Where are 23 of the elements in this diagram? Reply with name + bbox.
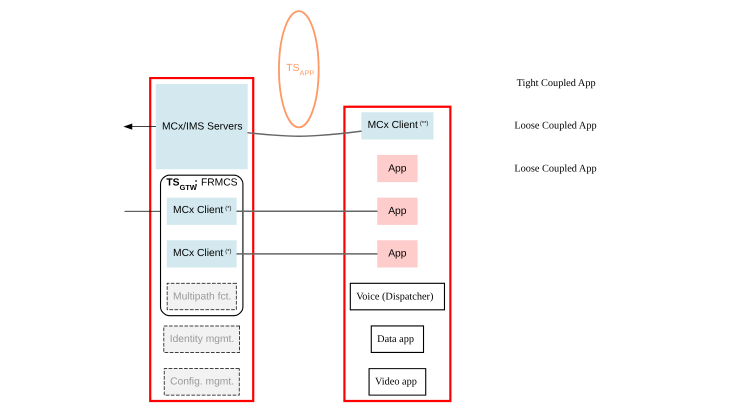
label: Loose Coupled App: [514, 120, 596, 132]
node-box: App: [376, 154, 418, 182]
cluster: [342, 106, 451, 402]
cluster: [148, 76, 254, 402]
node-box: Data app: [370, 325, 424, 353]
node-box: Multipath fct.: [166, 282, 236, 310]
node-box: MCx Client $^{(*)}$: [166, 198, 236, 225]
node-box: App: [376, 240, 418, 268]
node-ellipse: TS$_{APP}$: [278, 10, 320, 128]
node-box: Config. mgmt.: [163, 368, 240, 396]
node-box: MCx Client $^{(**)}$: [360, 112, 433, 140]
node-box: Identity mgmt.: [162, 326, 240, 353]
label: Tight Coupled App: [516, 78, 596, 89]
connector: [124, 210, 160, 212]
arrow: [122, 124, 156, 130]
node-box: MCx/IMS Servers: [155, 84, 248, 170]
connector: [236, 253, 377, 255]
node-box: App: [376, 198, 418, 225]
connector: [236, 210, 377, 212]
node-box: Video app: [368, 368, 426, 396]
label: Loose Coupled App: [514, 163, 596, 174]
node-box: Voice (Dispatcher): [349, 282, 445, 310]
node-box: MCx Client $^{(*)}$: [166, 240, 236, 268]
